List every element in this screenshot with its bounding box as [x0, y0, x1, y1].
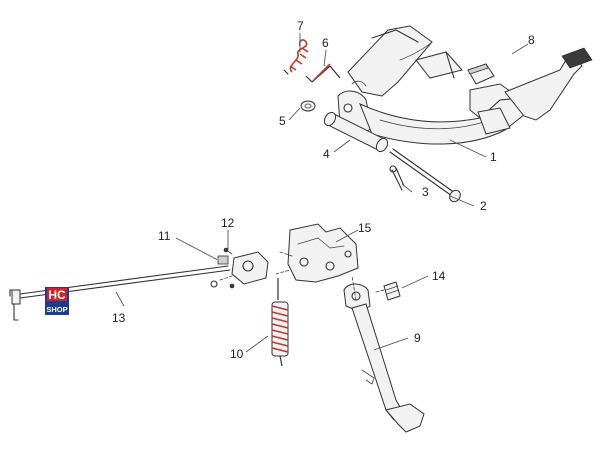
leader-8 [511, 43, 529, 55]
side-stand [343, 275, 425, 433]
part-label-5: 5 [279, 114, 286, 128]
leader-6 [323, 49, 327, 67]
part-label-10: 10 [230, 347, 244, 361]
part-label-2: 2 [480, 199, 487, 213]
part-label-1: 1 [490, 150, 497, 164]
part-label-13: 13 [112, 311, 126, 325]
leader-9 [373, 337, 409, 351]
bushing [375, 281, 401, 301]
spring-small [283, 39, 309, 75]
leader-10 [245, 335, 269, 353]
side-stand-switch [210, 247, 269, 289]
side-stand-spring [271, 278, 289, 367]
leader-lines [115, 33, 529, 353]
part-label-7: 7 [297, 19, 304, 33]
leader-1 [449, 139, 487, 158]
hc-shop-logo: HC SHOP [45, 287, 69, 315]
part-label-6: 6 [322, 36, 329, 50]
leader-2 [449, 195, 475, 207]
leader-15 [335, 229, 359, 243]
logo-text-hc: HC [48, 288, 66, 302]
leader-3 [401, 183, 413, 193]
part-label-15: 15 [358, 221, 372, 235]
part-label-9: 9 [414, 331, 421, 345]
part-label-8: 8 [528, 33, 535, 47]
washer [300, 100, 316, 112]
center-stand-frame [337, 25, 593, 145]
leader-11 [175, 237, 215, 259]
spring-large [305, 63, 341, 83]
split-pin [389, 165, 405, 191]
part-labels: 7 6 5 4 3 2 1 8 9 10 11 12 13 14 15 [112, 19, 535, 361]
stand-shaft [323, 111, 389, 153]
part-label-4: 4 [323, 147, 330, 161]
leader-14 [401, 275, 429, 289]
logo-text-shop: SHOP [46, 305, 67, 314]
part-label-14: 14 [432, 269, 446, 283]
leader-5 [288, 107, 301, 121]
part-label-3: 3 [422, 185, 429, 199]
part-label-12: 12 [221, 216, 235, 230]
leader-4 [333, 139, 351, 153]
side-stand-bracket [275, 223, 359, 283]
leader-13 [115, 291, 125, 307]
part-label-11: 11 [158, 229, 171, 243]
